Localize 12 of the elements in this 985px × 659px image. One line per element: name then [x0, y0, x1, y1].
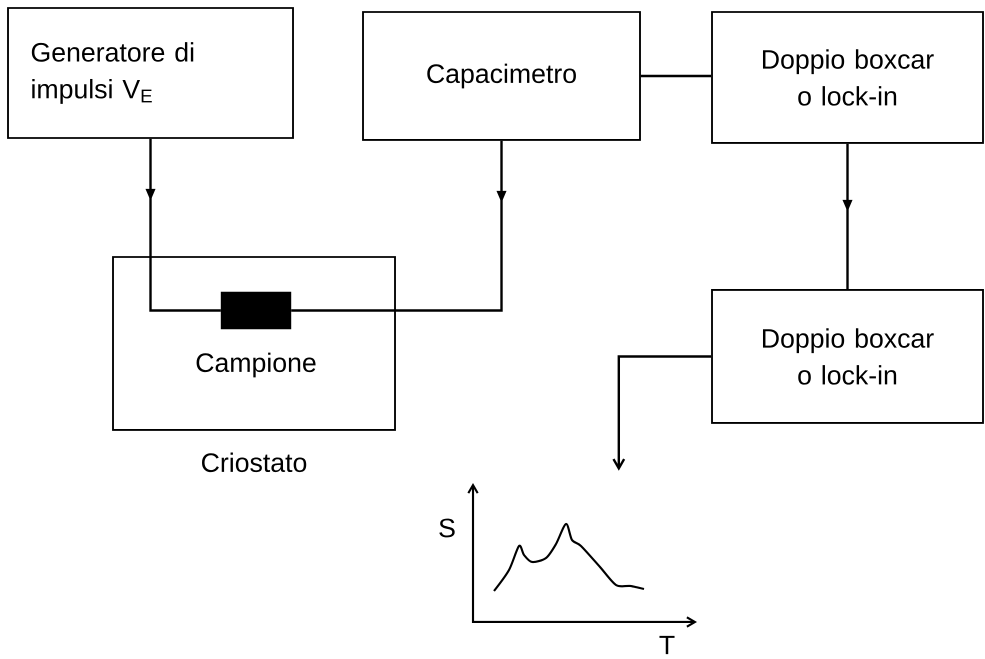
instrument-box: Doppio boxcar o lock-in: [711, 289, 984, 424]
instrument-box: Doppio boxcar o lock-in: [711, 11, 984, 144]
instrument-box: Generatore di impulsi V$_{E}$: [7, 7, 294, 139]
connector-line: [291, 140, 507, 312]
axis-label: T: [659, 636, 675, 654]
chart-drawing: [467, 483, 697, 628]
axis-label: S: [439, 518, 455, 538]
instrument-box: Capacimetro: [362, 11, 641, 141]
connector-line: [612, 355, 712, 471]
sample-label: Campione: [196, 352, 316, 378]
connector-line: [640, 74, 712, 78]
cryostat-label: Criostato: [202, 452, 306, 472]
